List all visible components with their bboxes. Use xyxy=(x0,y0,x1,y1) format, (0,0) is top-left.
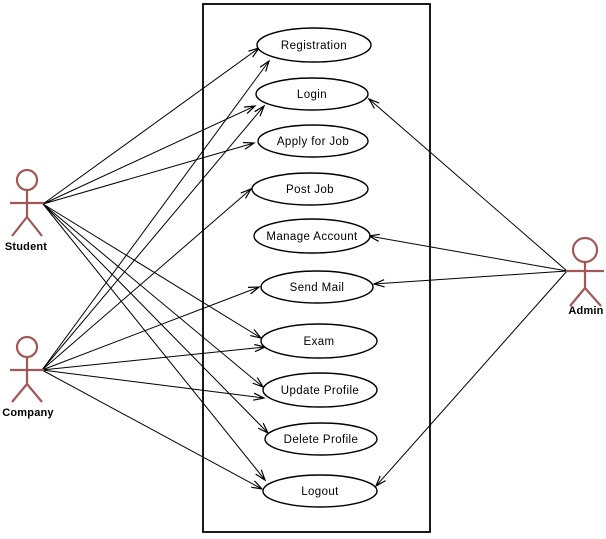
use-case-label: Delete Profile xyxy=(284,434,359,446)
association-admin-manage_account xyxy=(368,235,568,272)
association-student-registration xyxy=(42,47,260,205)
use-case-ellipse xyxy=(251,172,369,206)
arrowhead-company-login xyxy=(254,104,266,117)
association-company-send_mail xyxy=(41,286,260,371)
use-case-ellipse xyxy=(260,323,378,359)
actor-head xyxy=(571,236,599,264)
arrowhead-student-update_profile xyxy=(252,377,265,389)
use-case-logout: Logout xyxy=(262,474,378,508)
use-case-ellipse xyxy=(260,270,374,304)
association-admin-send_mail xyxy=(373,270,568,285)
actor-student: Student xyxy=(5,168,47,253)
use-case-post_job: Post Job xyxy=(251,172,369,206)
use-case-ellipse xyxy=(257,124,369,158)
association-student-exam xyxy=(42,203,262,339)
use-case-label: Manage Account xyxy=(266,231,358,243)
association-company-registration xyxy=(41,60,270,371)
actor-head xyxy=(15,168,39,192)
arrowhead-company-update_profile xyxy=(253,392,266,401)
use-case-login: Login xyxy=(255,77,369,111)
use-case-registration: Registration xyxy=(256,27,372,63)
actor-limb xyxy=(11,216,28,237)
arrowhead-admin-send_mail xyxy=(372,279,385,288)
use-case-label: Send Mail xyxy=(290,282,345,294)
arrowhead-student-logout xyxy=(255,469,267,482)
actor-limb xyxy=(11,383,28,403)
use-case-ellipse xyxy=(264,422,378,456)
use-case-update_profile: Update Profile xyxy=(262,372,378,408)
association-company-update_profile xyxy=(41,369,265,399)
use-case-ellipse xyxy=(262,372,378,408)
actor-head xyxy=(15,335,39,359)
arrowhead-company-post_job xyxy=(240,187,253,199)
use-case-apply_for_job: Apply for Job xyxy=(257,124,369,158)
arrowhead-student-login xyxy=(244,105,257,115)
actor-label: Admin xyxy=(568,305,603,317)
use-case-label: Exam xyxy=(304,336,335,348)
use-case-label: Update Profile xyxy=(281,385,359,397)
actor-limb xyxy=(569,287,586,307)
actor-admin: Admin xyxy=(566,236,604,317)
use-case-send_mail: Send Mail xyxy=(260,270,374,304)
association-admin-logout xyxy=(375,270,568,487)
arrowhead-student-exam xyxy=(250,329,263,339)
arrowhead-admin-logout xyxy=(374,475,386,488)
use-case-delete_profile: Delete Profile xyxy=(264,422,378,456)
arrowhead-company-logout xyxy=(251,480,264,490)
actor-label: Company xyxy=(2,407,54,419)
use-case-label: Registration xyxy=(281,40,347,52)
arrowhead-admin-login xyxy=(367,97,380,109)
use-case-exam: Exam xyxy=(260,323,378,359)
association-company-exam xyxy=(41,346,266,371)
use-case-label: Apply for Job xyxy=(277,136,349,148)
actor-company: Company xyxy=(2,335,54,419)
arrowhead-company-send_mail xyxy=(247,286,261,295)
use-case-label: Login xyxy=(297,89,327,101)
association-student-apply_for_job xyxy=(42,142,255,205)
use-case-ellipse xyxy=(256,27,372,63)
use-case-ellipse xyxy=(253,218,371,254)
association-student-delete_profile xyxy=(42,203,269,434)
actor-limb xyxy=(26,383,43,403)
use-case-label: Post Job xyxy=(286,184,334,196)
association-company-post_job xyxy=(41,188,252,371)
association-student-login xyxy=(42,105,256,205)
association-student-logout xyxy=(42,203,266,481)
arrowhead-company-registration xyxy=(259,59,271,72)
association-admin-login xyxy=(368,98,568,272)
actor-limb xyxy=(26,216,43,237)
use-case-manage_account: Manage Account xyxy=(253,218,371,254)
use-case-ellipse xyxy=(262,474,378,508)
actor-label: Student xyxy=(5,241,47,253)
actor-limb xyxy=(584,287,602,307)
association-company-login xyxy=(41,105,265,371)
use-case-label: Logout xyxy=(301,486,339,498)
use-case-ellipse xyxy=(255,77,369,111)
association-student-update_profile xyxy=(42,203,264,388)
arrowhead-student-apply_for_job xyxy=(242,141,256,150)
association-company-logout xyxy=(41,369,263,490)
